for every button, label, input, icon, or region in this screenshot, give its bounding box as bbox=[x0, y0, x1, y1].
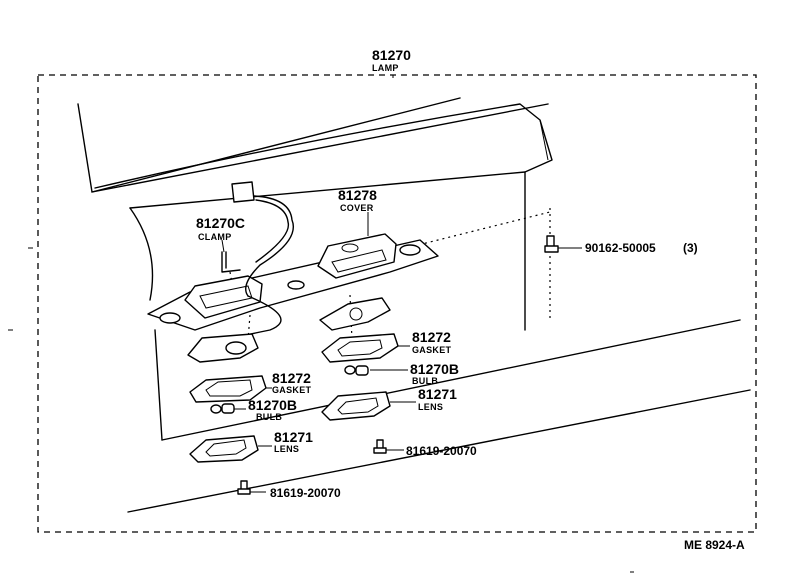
bulb-left-name: BULB bbox=[256, 412, 282, 422]
lens-left-part bbox=[189, 435, 259, 463]
screw-left-icon bbox=[237, 480, 251, 495]
screw-left-part-no: 81619-20070 bbox=[270, 486, 341, 500]
bulb-right-part-no: 81270B bbox=[410, 361, 459, 377]
cover-part bbox=[317, 233, 397, 279]
bulb-right-name: BULB bbox=[412, 376, 438, 386]
gasket-left-name: GASKET bbox=[272, 385, 312, 395]
bulb-left-part-no: 81270B bbox=[248, 397, 297, 413]
socket-plate-right bbox=[319, 297, 391, 331]
clamp-part-no: 81270C bbox=[196, 215, 245, 231]
gasket-right-name: GASKET bbox=[412, 345, 452, 355]
assembly-part-no: 81270 bbox=[372, 47, 411, 63]
lens-right-name: LENS bbox=[418, 402, 443, 412]
clamp-name: CLAMP bbox=[198, 232, 232, 242]
lens-left-part-no: 81271 bbox=[274, 429, 313, 445]
lens-left-name: LENS bbox=[274, 444, 299, 454]
cover-part-no: 81278 bbox=[338, 187, 377, 203]
wire-harness bbox=[209, 181, 294, 346]
clamp-part bbox=[221, 251, 241, 273]
lens-right-part-no: 81271 bbox=[418, 386, 457, 402]
cover-name: COVER bbox=[340, 203, 374, 213]
screw-cover-icon bbox=[544, 235, 559, 253]
gasket-right-part-no: 81272 bbox=[412, 329, 451, 345]
assembly-boundary bbox=[37, 74, 757, 533]
screw-cover-qty: (3) bbox=[683, 241, 698, 255]
gasket-right-part bbox=[321, 333, 399, 363]
assembly-name: LAMP bbox=[372, 63, 399, 73]
screw-right-part-no: 81619-20070 bbox=[406, 444, 477, 458]
gasket-left-part bbox=[189, 375, 267, 403]
screw-right-icon bbox=[373, 439, 387, 454]
figure-reference: ME 8924-A bbox=[684, 538, 745, 552]
bulb-right-icon bbox=[344, 365, 369, 376]
bulb-left-icon bbox=[210, 403, 235, 414]
guide-lines bbox=[229, 208, 551, 341]
socket-left bbox=[187, 333, 259, 363]
screw-cover-part-no: 90162-50005 bbox=[585, 241, 656, 255]
stray-marks bbox=[8, 247, 634, 573]
gasket-left-part-no: 81272 bbox=[272, 370, 311, 386]
lens-right-part bbox=[321, 391, 391, 421]
leader-lines bbox=[221, 75, 416, 493]
